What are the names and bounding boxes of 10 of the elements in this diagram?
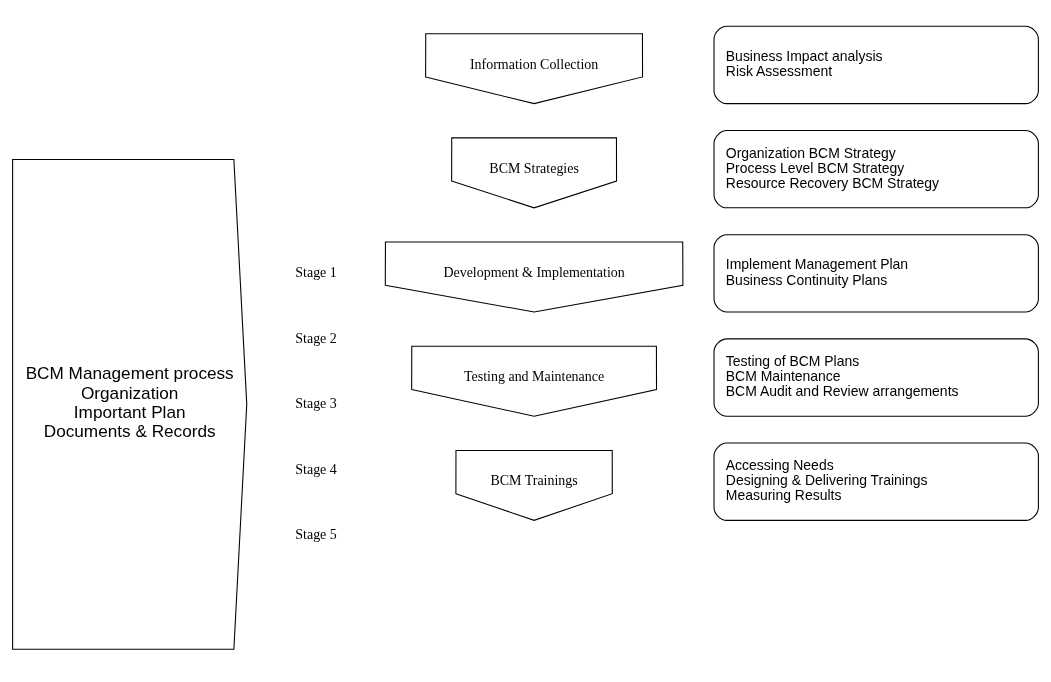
node-box: Business Impact analysis Risk Assessment	[713, 25, 1039, 105]
label: Stage 1	[295, 264, 337, 280]
node-box: Organization BCM Strategy Process Level BCM Strategy Resource Recovery BCM Strategy	[713, 129, 1039, 209]
node-box: Testing of BCM Plans BCM Maintenance BCM Audit and Review arrangements	[713, 338, 1039, 417]
label: Stage 4	[295, 461, 337, 477]
label: Stage 2	[295, 330, 337, 346]
label: Stage 5	[295, 527, 337, 543]
node-box: Implement Management Plan Business Continuity Plans	[713, 234, 1039, 313]
node-box: Accessing Needs Designing & Delivering Trainings Measuring Results	[713, 442, 1039, 521]
label: Stage 3	[295, 396, 337, 412]
